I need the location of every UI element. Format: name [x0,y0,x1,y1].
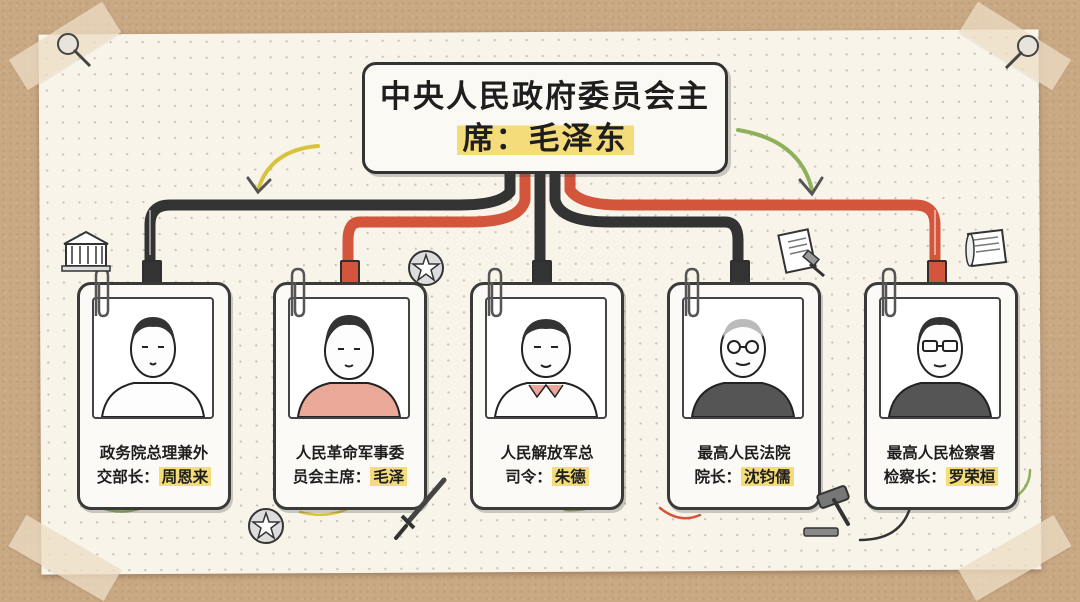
card-caption: 最高人民检察署 检察长：罗荣桓 [871,441,1011,489]
card-name: 周恩来 [159,467,212,486]
card-role: 人民解放军总 [477,441,617,465]
paperclip-icon [877,266,901,324]
card-role-suffix: 交部长： [97,467,159,486]
paperclip-icon [680,266,704,324]
emblem-icon [406,248,446,292]
card-role-suffix: 员会主席： [293,467,371,486]
card-role: 政务院总理兼外 [84,441,224,465]
card-name: 沈钧儒 [741,467,794,486]
card-role: 最高人民检察署 [871,441,1011,465]
card-name: 朱德 [552,467,589,486]
government-building-icon [58,226,114,278]
gavel-icon [800,484,870,544]
card-role: 人民革命军事委 [280,441,420,465]
card-caption: 最高人民法院 院长：沈钧儒 [674,441,814,489]
sword-icon [388,474,452,548]
emblem-icon [246,506,286,550]
card-name: 罗荣桓 [946,467,999,486]
wire-4 [555,172,738,262]
card-caption: 人民解放军总 司令：朱德 [477,441,617,489]
card-role-suffix: 检察长： [884,467,946,486]
title-line-2: 席：毛泽东 [457,118,634,160]
document-gavel-icon [776,226,830,284]
pushpin-icon [1000,30,1044,78]
paperclip-icon [483,266,507,324]
card-role-suffix: 司令： [505,467,552,486]
title-box: 中央人民政府委员会主 席：毛泽东 [362,62,728,174]
title-line-1: 中央人民政府委员会主 [380,76,710,118]
card-caption: 政务院总理兼外 交部长：周恩来 [84,441,224,489]
card-role: 最高人民法院 [674,441,814,465]
scroll-icon [958,224,1014,278]
card-role-suffix: 院长： [694,467,741,486]
pushpin-icon [52,28,96,76]
paperclip-icon [286,266,310,324]
